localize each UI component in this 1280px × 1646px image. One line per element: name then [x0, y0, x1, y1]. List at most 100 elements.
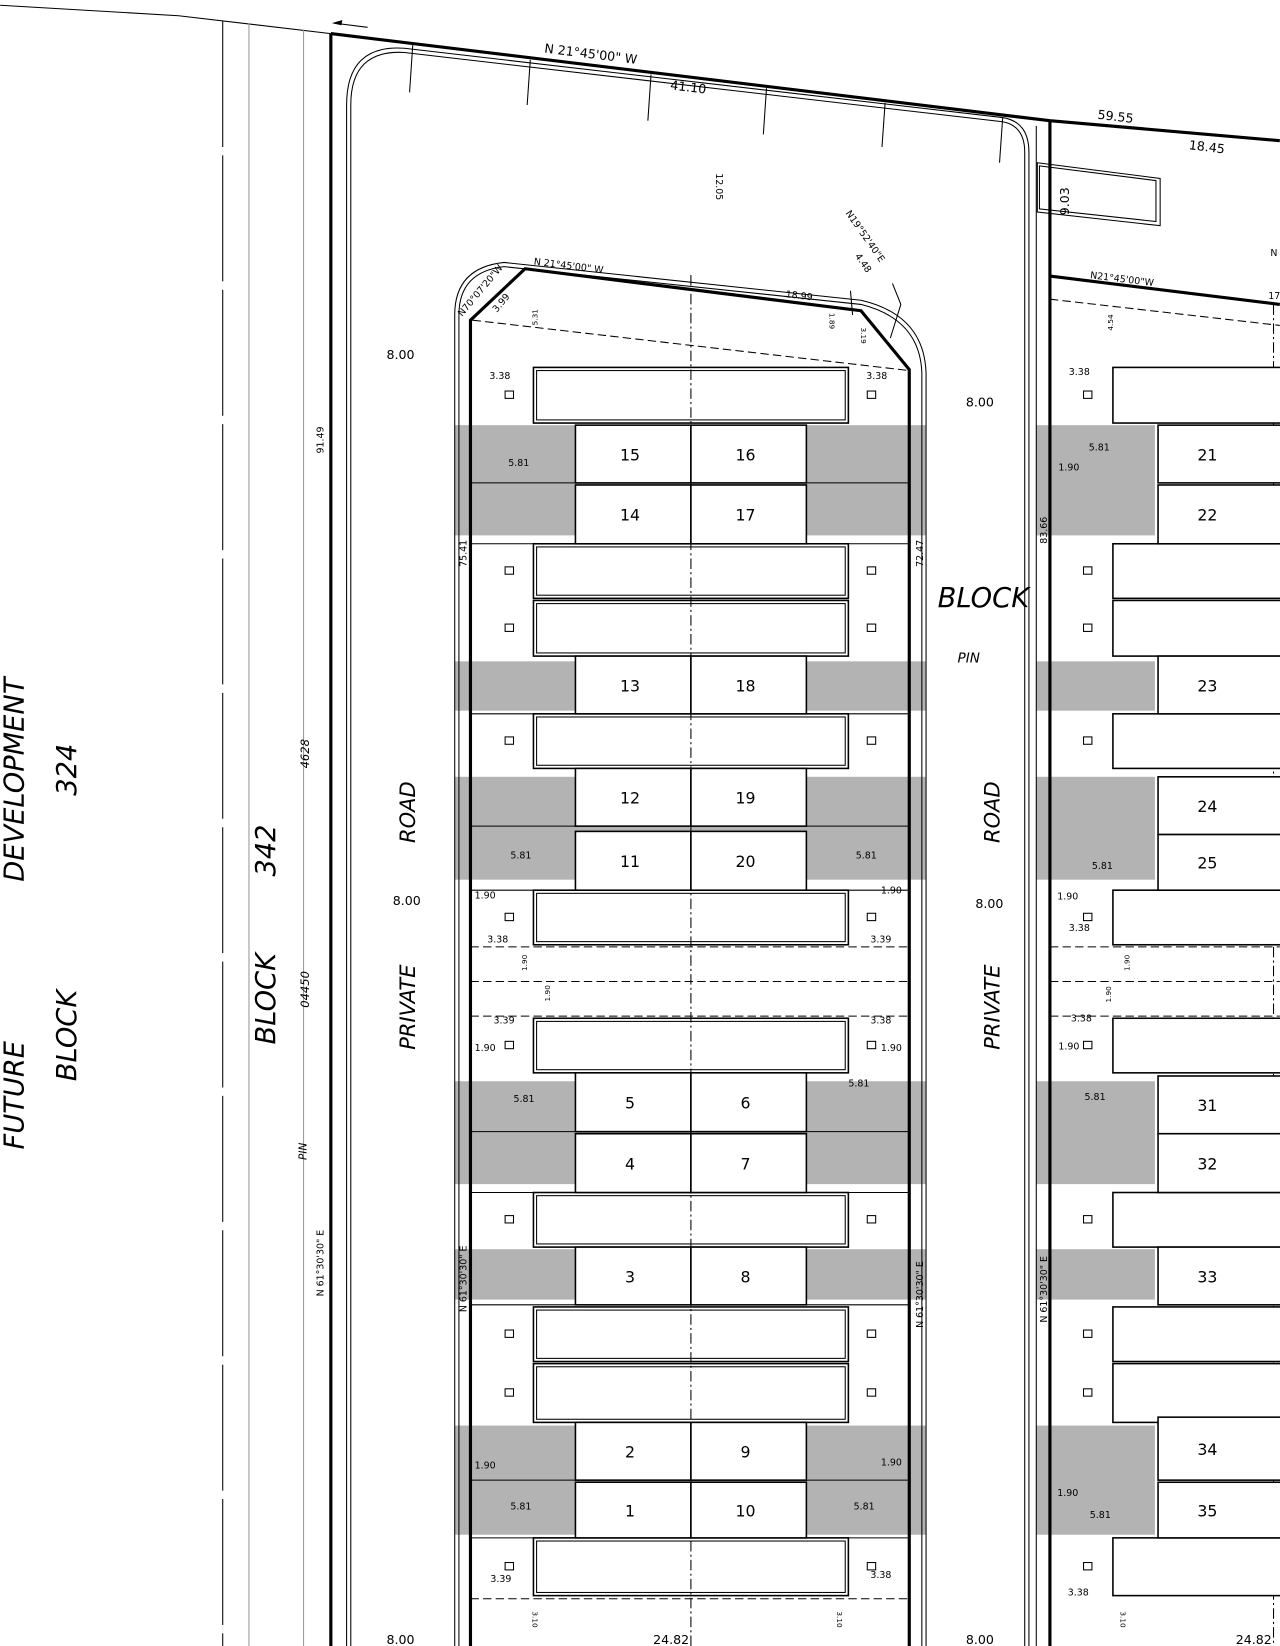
unit-outline [1112, 1362, 1280, 1424]
lot-unit[interactable] [574, 655, 692, 715]
meter-box-icon [866, 390, 877, 399]
dimension-label: 3.39 [490, 1574, 511, 1585]
meter-box-icon [1082, 1388, 1093, 1397]
lot-unit[interactable] [690, 1246, 808, 1306]
meter-box-icon [866, 623, 877, 632]
lot-unit[interactable] [690, 767, 808, 827]
lot-unit[interactable] [1157, 1132, 1280, 1194]
dimension-label: 5.81 [510, 851, 531, 862]
dimension-labels: 3.38 3.38 5.81 5.81 5.81 1.90 1.90 3.38 … [475, 367, 1132, 1628]
lot-unit[interactable] [1157, 1246, 1280, 1306]
lot-unit[interactable] [1157, 1416, 1280, 1481]
utility-box-inner [1038, 165, 1157, 223]
meter-box-icon [866, 1215, 877, 1224]
lot-unit[interactable] [1157, 655, 1280, 715]
lot-number: 33 [1197, 1267, 1217, 1286]
lot-number: 20 [735, 852, 755, 871]
bearing-label: N 61°30'30" E [915, 1261, 926, 1328]
island-curb [454, 261, 927, 1646]
pin-number: 04450 [298, 971, 312, 1008]
bearing-label: N 61°30'30" E [316, 1230, 327, 1297]
meter-box-icon [504, 1388, 515, 1397]
dimension-label: 1.90 [1123, 954, 1132, 971]
dimension-label: 3.38 [1068, 1588, 1089, 1599]
shaded-parking [1036, 425, 1155, 536]
arrow-head-icon [331, 19, 343, 26]
lot-unit[interactable] [574, 767, 692, 827]
lot-unit[interactable] [1157, 776, 1280, 836]
shaded-parking [1036, 1249, 1155, 1300]
meter-box-icon [504, 1562, 515, 1571]
dimension-label: 1.90 [1057, 892, 1078, 903]
lot-number: 8 [740, 1267, 750, 1286]
unit-outline [532, 599, 850, 657]
dimension-label: 1.90 [1104, 986, 1113, 1003]
meter-box-icon [504, 1215, 515, 1224]
lot-unit[interactable] [574, 1421, 692, 1481]
dimension-label: 1.90 [881, 1043, 902, 1054]
dimension-label: 1.90 [881, 1457, 902, 1468]
meter-box-icon [866, 566, 877, 575]
lot-number: 25 [1197, 854, 1217, 873]
right-block-top [1049, 274, 1280, 306]
lot-unit[interactable] [690, 1132, 808, 1194]
linework [0, 4, 1280, 1646]
distance-label: 18.45 [1188, 137, 1226, 156]
lot-number: 22 [1197, 506, 1217, 525]
dimension-label: 5.81 [856, 851, 877, 862]
lot-unit[interactable] [690, 484, 808, 545]
unit-outline [532, 542, 850, 600]
pin-label: PIN [298, 1143, 310, 1160]
lot-unit[interactable] [690, 830, 808, 891]
lot-unit[interactable] [1157, 1481, 1280, 1539]
lot-number: 2 [625, 1443, 635, 1462]
pin-label: PIN [958, 650, 980, 666]
unit-outline [532, 713, 850, 770]
lot-unit[interactable] [690, 1481, 808, 1539]
lot-unit[interactable] [690, 424, 808, 484]
lot-unit[interactable] [1157, 1075, 1280, 1135]
lot-unit[interactable] [690, 1072, 808, 1133]
distance-label: 75.41 [458, 540, 469, 567]
dimension-label: 3.38 [870, 1016, 891, 1027]
distance-label: 72.47 [915, 540, 926, 567]
dimension-label: 3.38 [489, 371, 510, 382]
dimension-label: 3.38 [1069, 367, 1090, 378]
lot-unit[interactable] [1157, 833, 1280, 891]
lot-unit[interactable] [690, 655, 808, 715]
unit-outline [1112, 713, 1280, 770]
shaded-parking [1036, 1425, 1155, 1535]
block-342-number: 342 [251, 824, 282, 876]
lot-number: 3 [625, 1267, 635, 1286]
shaded-parking [1036, 661, 1155, 711]
development-number: 324 [52, 744, 83, 796]
lot-number: 21 [1197, 445, 1217, 464]
distance-label: 9.03 [1057, 187, 1072, 215]
lot-number: 23 [1197, 676, 1217, 695]
lot-unit[interactable] [690, 1421, 808, 1481]
lot-unit[interactable] [574, 484, 692, 545]
distance-label: 3.19 [859, 328, 868, 345]
meter-box-icon [866, 912, 877, 922]
lot-unit[interactable] [1157, 424, 1280, 484]
distance-label: 5.31 [531, 309, 540, 325]
road-name-label: PRIVATE [981, 964, 1005, 1050]
lot-unit[interactable] [1157, 484, 1280, 545]
lot-number: 1 [625, 1501, 635, 1520]
distance-label: 4.54 [1106, 314, 1115, 331]
dimension-label: 5.81 [508, 458, 529, 469]
lot-unit[interactable] [574, 830, 692, 891]
distance-label: 59.55 [1097, 107, 1135, 126]
lot-unit[interactable] [574, 1072, 692, 1133]
island-curb-2 [458, 266, 923, 1646]
lot-number: 32 [1197, 1154, 1217, 1173]
dimension-label: 3.10 [1118, 1611, 1127, 1628]
lot-number: 10 [735, 1501, 755, 1520]
dimension-label: 5.81 [848, 1078, 869, 1089]
lot-number: 6 [740, 1094, 750, 1113]
dimension-label: 3.38 [1071, 1013, 1092, 1024]
dimension-label: 1.90 [475, 1461, 496, 1472]
distance-label: 4.48 [852, 252, 873, 276]
